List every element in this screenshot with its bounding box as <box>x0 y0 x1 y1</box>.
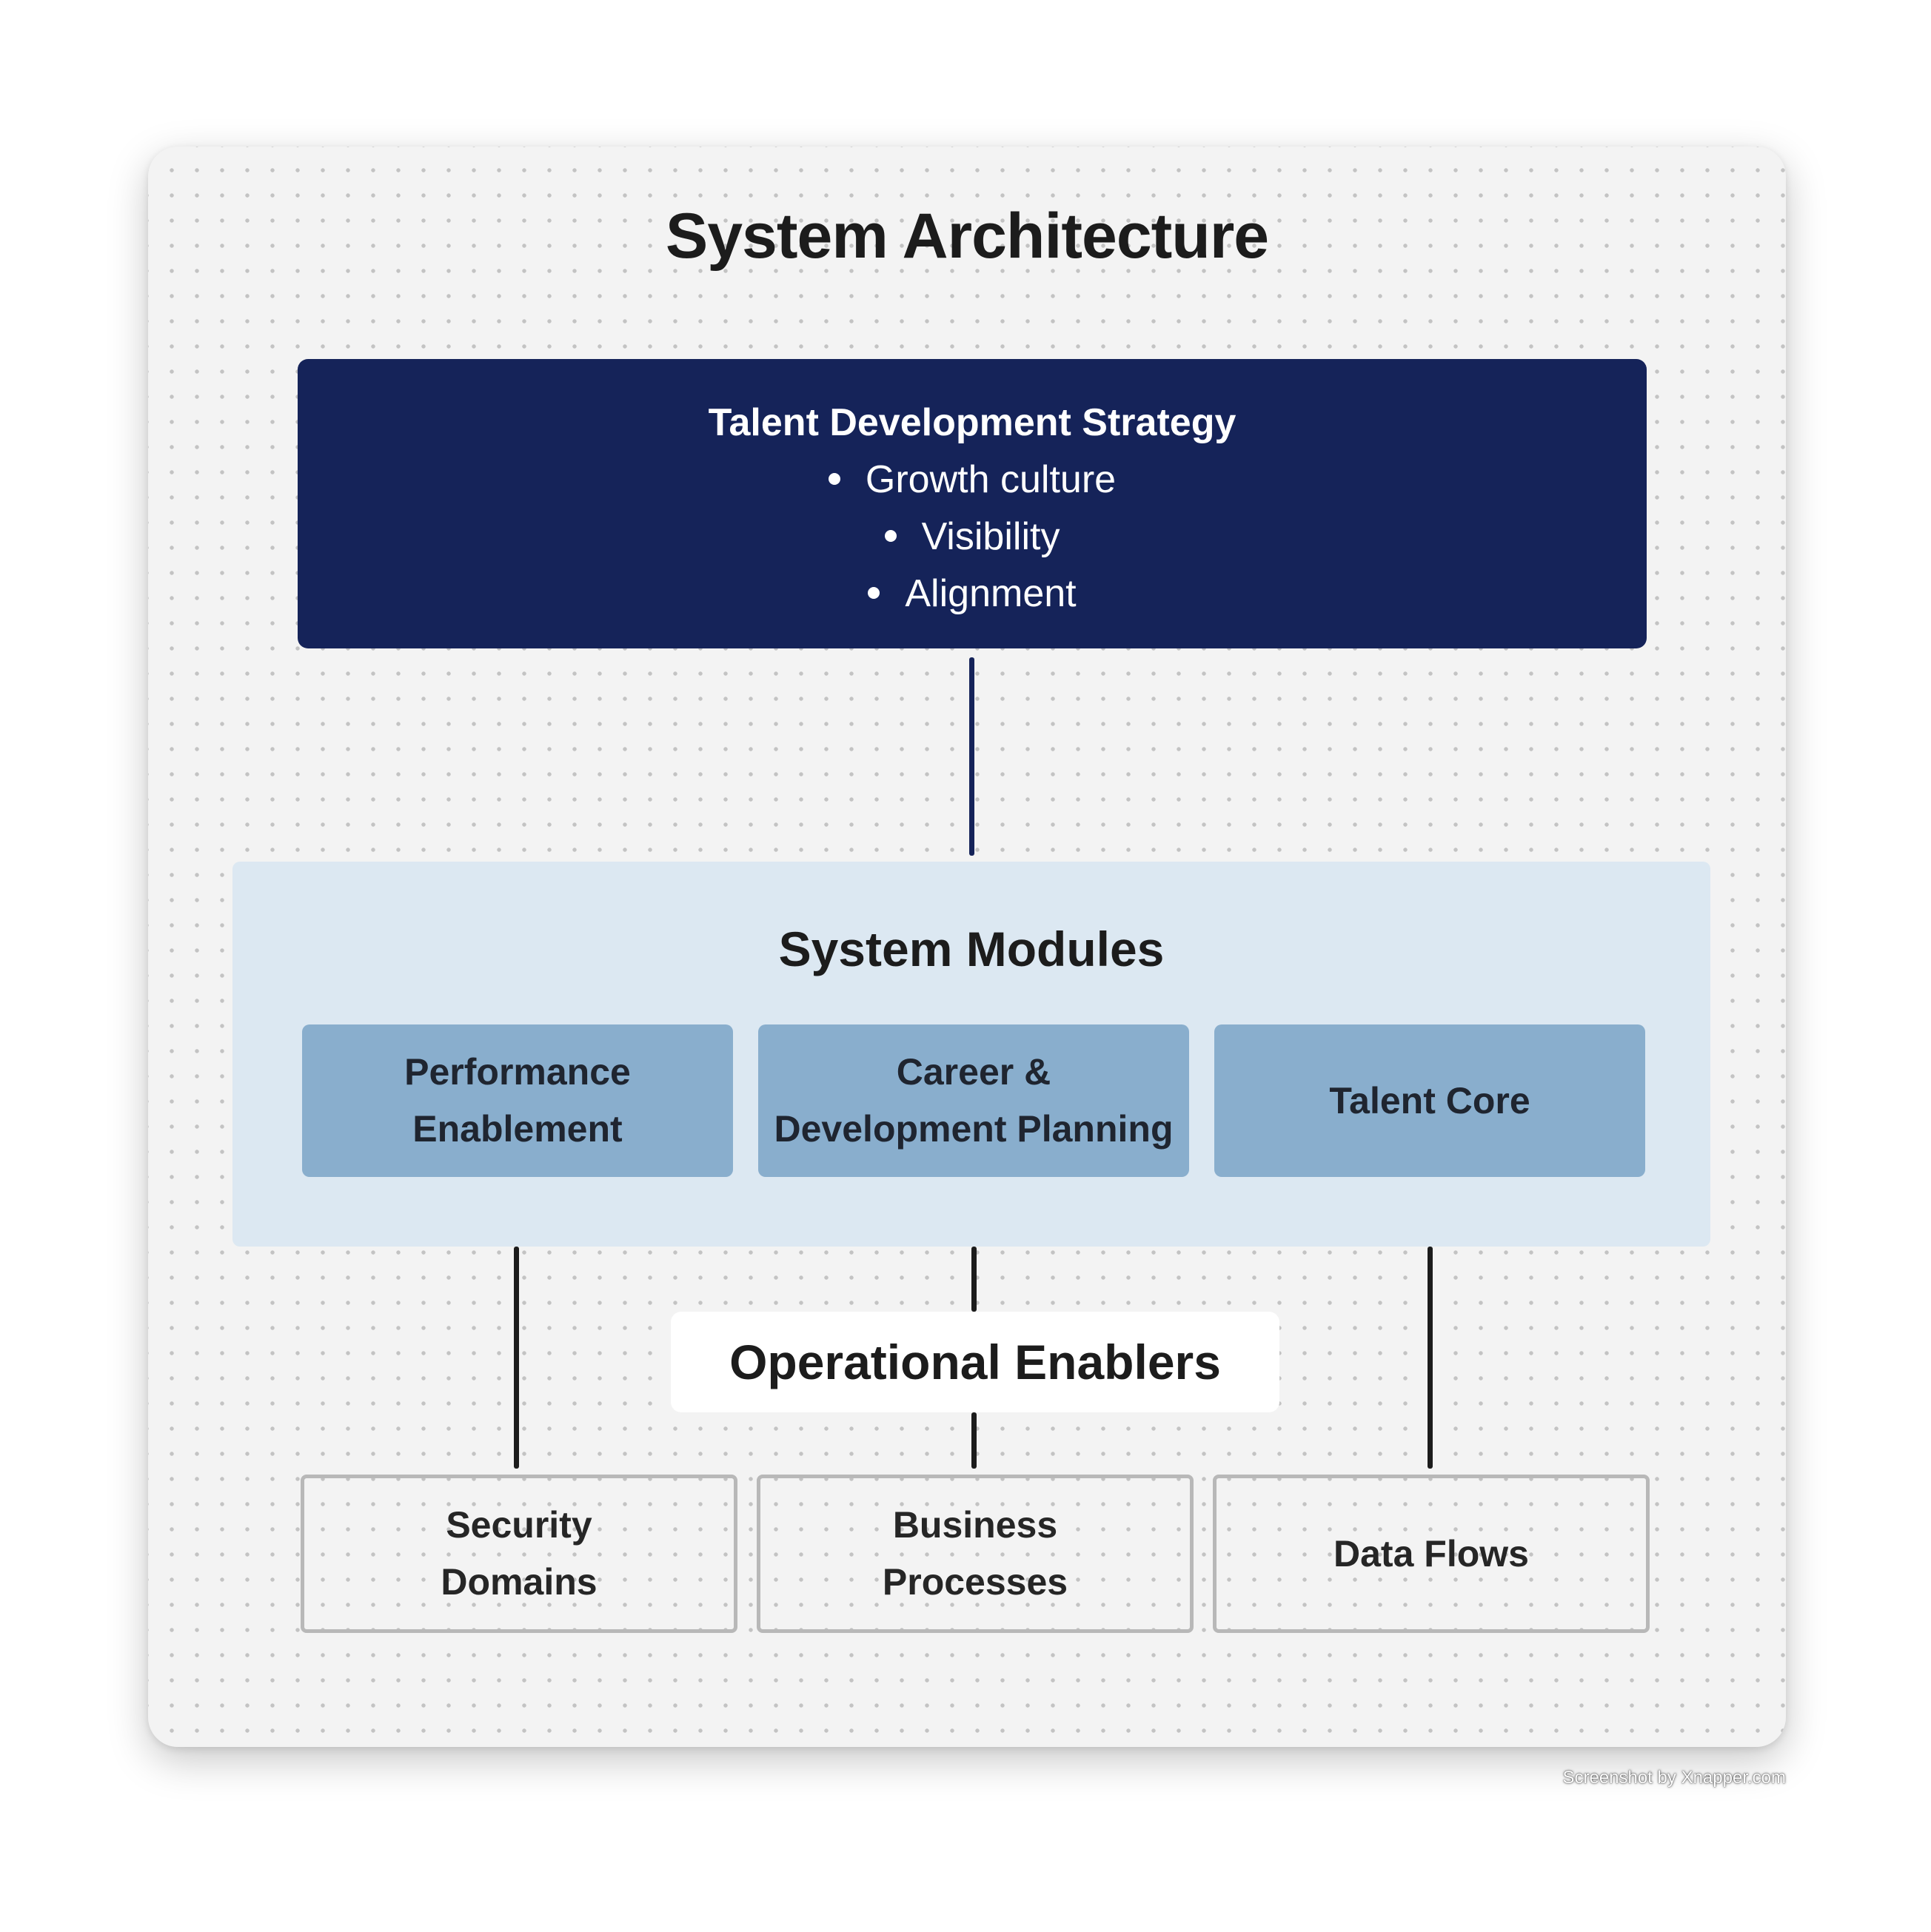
module-talent-core: Talent Core <box>1214 1024 1645 1177</box>
module-label: Development Planning <box>774 1108 1174 1150</box>
module-label: Career & <box>896 1051 1051 1093</box>
bullet-icon <box>828 473 840 486</box>
connector-talent-to-dataflows <box>1428 1247 1433 1469</box>
module-label: Enablement <box>412 1108 623 1150</box>
connector-enablers-label-to-business <box>971 1412 977 1469</box>
strategy-item-label: Growth culture <box>865 458 1117 501</box>
strategy-list: Growth culture Visibility Alignment <box>298 452 1647 623</box>
module-label: Talent Core <box>1329 1079 1530 1121</box>
strategy-item-label: Alignment <box>905 572 1077 615</box>
modules-title: System Modules <box>778 922 1165 976</box>
module-career-development-planning: Career & Development Planning <box>758 1024 1189 1177</box>
connector-strategy-to-modules <box>969 657 974 856</box>
strategy-item: Visibility <box>298 509 1647 566</box>
enabler-label: Security <box>446 1504 592 1546</box>
watermark-text: Screenshot by Xnapper.com <box>1562 1768 1786 1788</box>
strategy-box: Talent Development Strategy Growth cultu… <box>298 359 1647 648</box>
enablers-title: Operational Enablers <box>671 1312 1279 1412</box>
enabler-label: Data Flows <box>1333 1532 1529 1574</box>
connector-career-to-enablers-label <box>971 1247 977 1312</box>
enabler-label: Domains <box>441 1561 598 1603</box>
enabler-label: Business <box>892 1504 1058 1546</box>
enabler-label: Processes <box>882 1561 1068 1603</box>
strategy-title: Talent Development Strategy <box>708 401 1236 444</box>
strategy-item: Alignment <box>298 566 1647 623</box>
strategy-item: Growth culture <box>298 452 1647 509</box>
strategy-item-label: Visibility <box>921 515 1060 558</box>
enabler-data-flows: Data Flows <box>1213 1475 1650 1633</box>
module-label: Performance <box>404 1051 631 1093</box>
diagram-title: System Architecture <box>665 201 1269 272</box>
bullet-icon <box>884 530 897 543</box>
bullet-icon <box>868 587 880 600</box>
connector-performance-to-security <box>514 1247 519 1469</box>
diagram-canvas: System Architecture Talent Development S… <box>148 147 1786 1747</box>
